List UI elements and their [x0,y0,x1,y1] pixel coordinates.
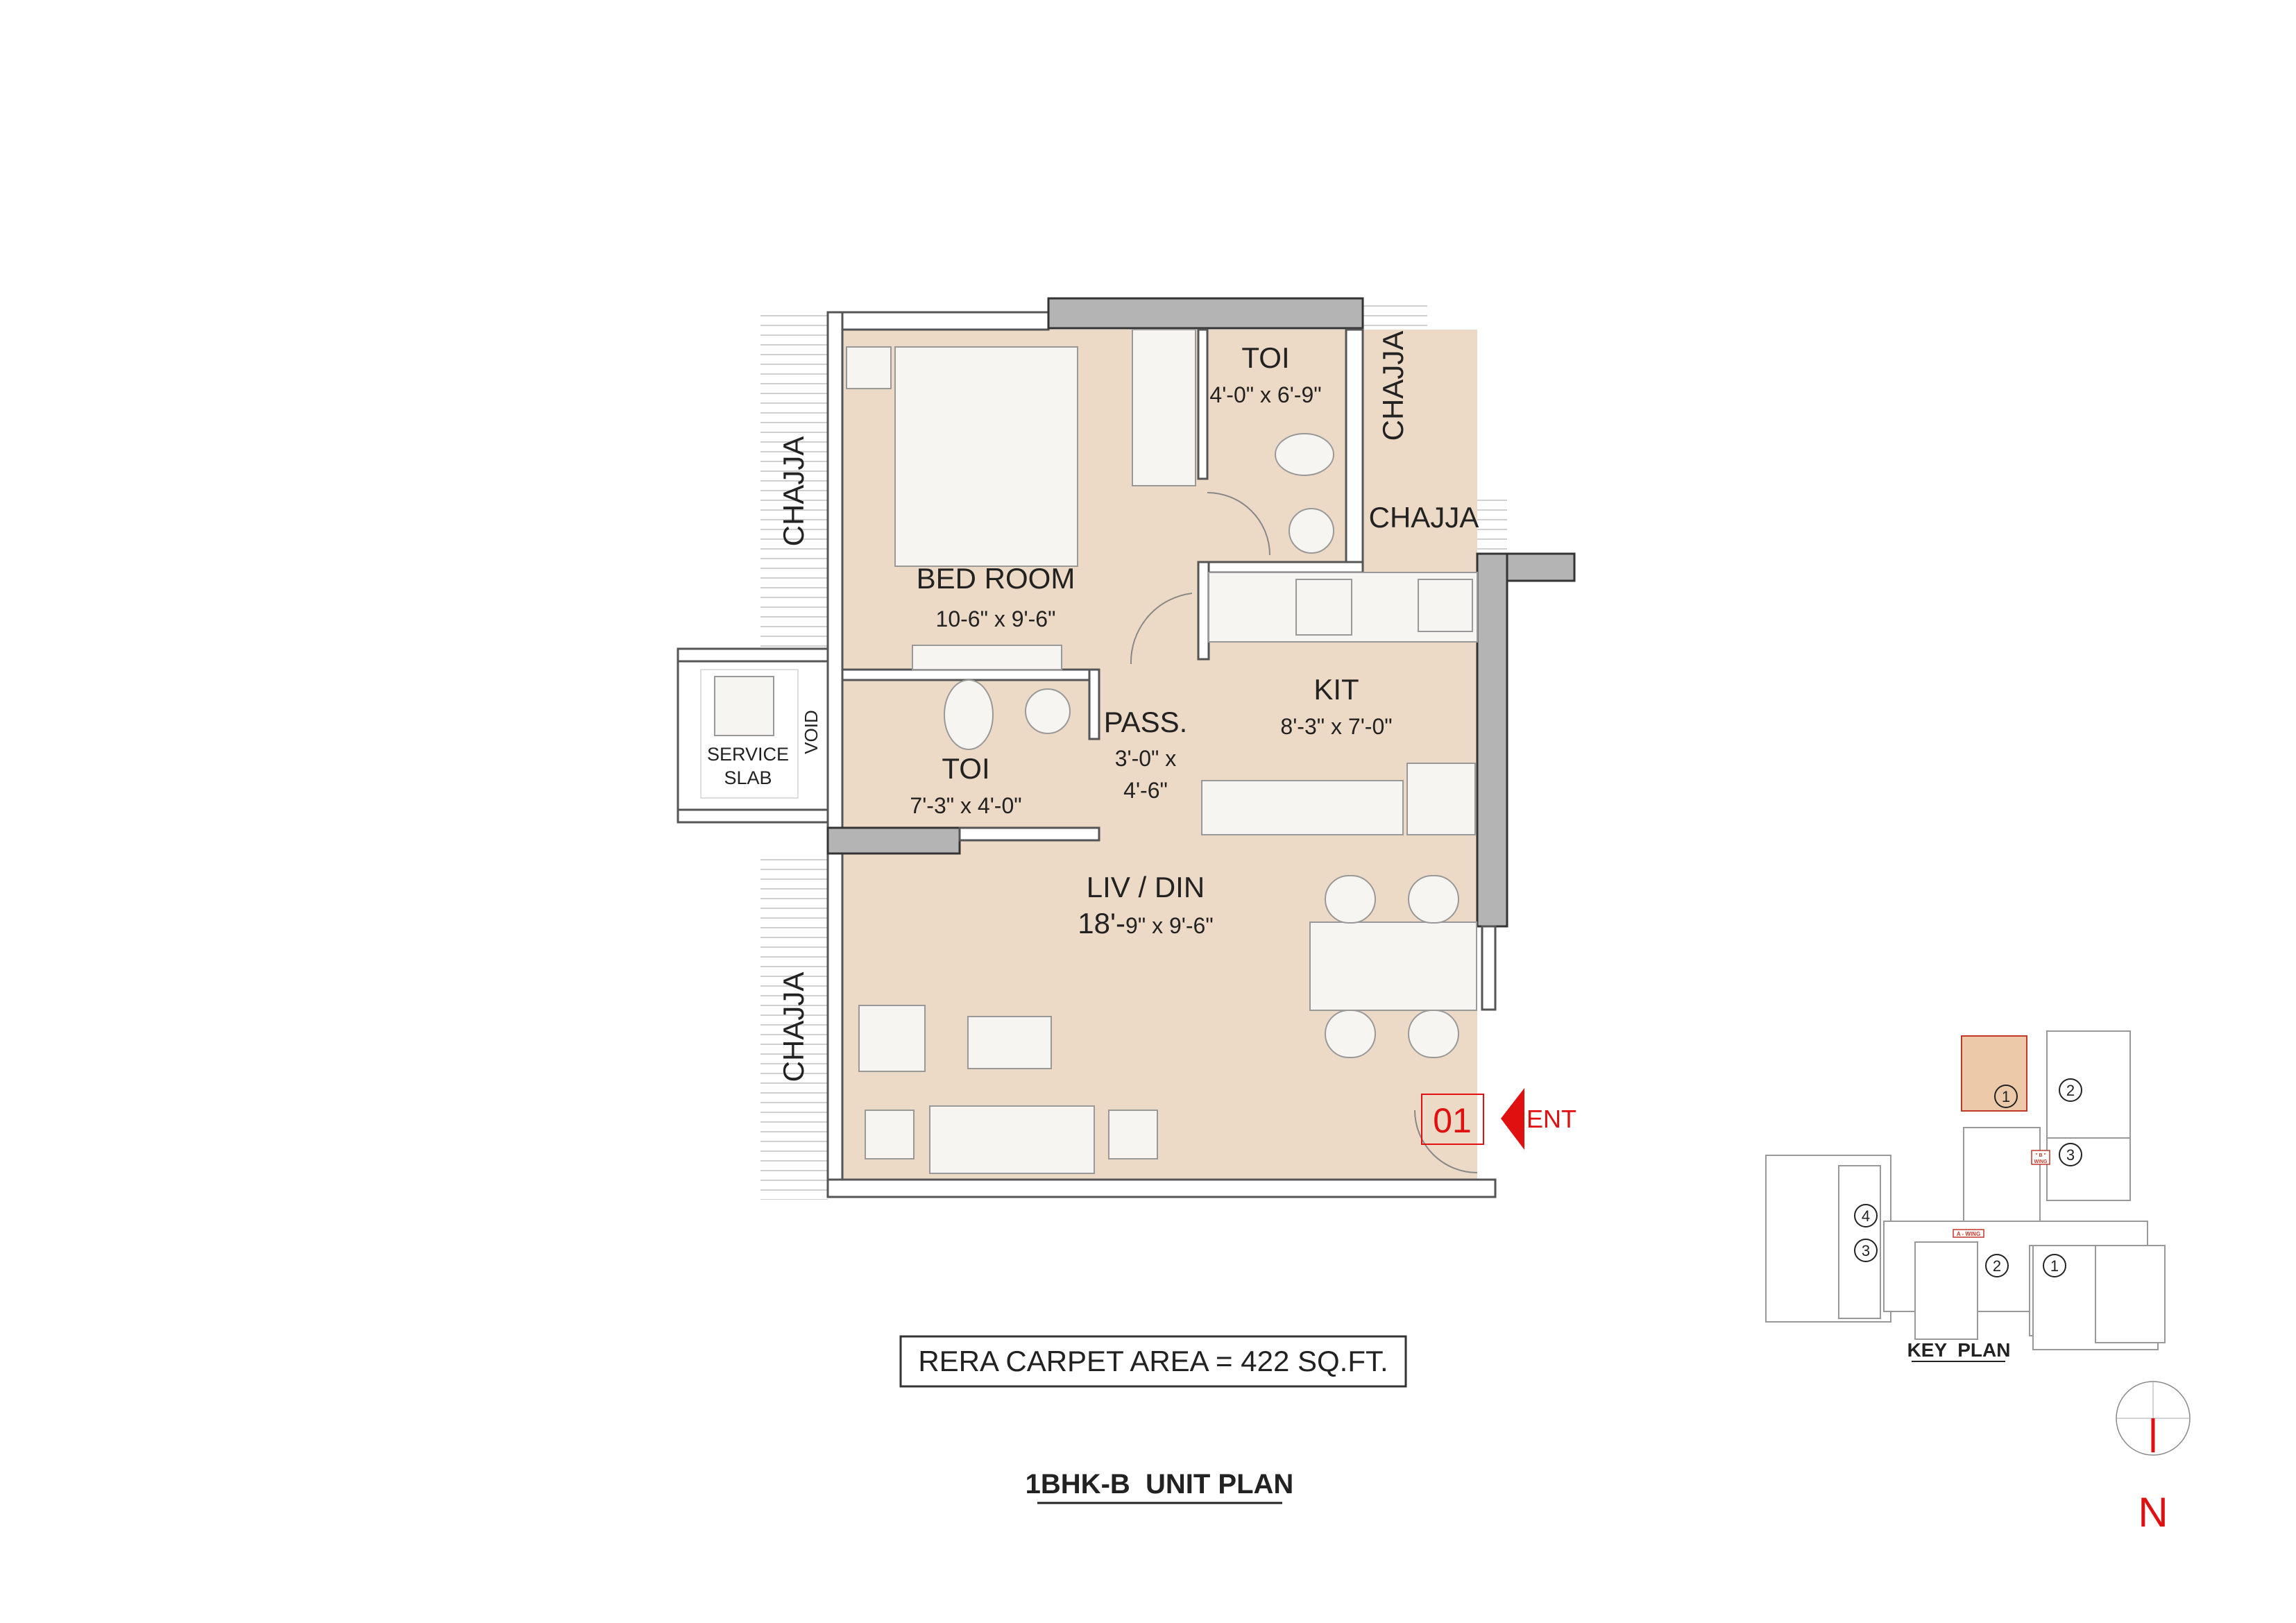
kitchen-label: KIT [1313,673,1359,706]
svg-text:1: 1 [2002,1088,2010,1105]
passage-size-1: 3'-0" x [1115,746,1177,771]
bedroom-size: 10-6" x 9'-6" [936,606,1056,631]
door-swing [1207,492,1270,556]
coffee-table [967,1016,1052,1069]
lamp-icon [865,1110,915,1159]
door-swing [1414,1110,1478,1173]
chajja-label-right: CHAJJA [1369,501,1479,534]
lamp-icon [1108,1110,1158,1159]
unit-number-box [1421,1094,1484,1145]
kitchen-size: 8'-3" x 7'-0" [1280,714,1392,739]
chajja-label-left-bottom: CHAJJA [777,972,810,1082]
entrance-arrow-icon [1501,1088,1524,1150]
wash-basin-icon [1025,688,1071,734]
plan-title: 1BHK-B UNIT PLAN [1026,1469,1294,1499]
common-toilet-size: 7'-3" x 4'-0" [910,793,1021,818]
svg-text:4: 4 [1862,1207,1870,1225]
unit-plan [677,297,1576,1198]
stove-icon [1295,579,1352,636]
dining-table [1309,921,1477,1011]
bedside-lamp-icon [846,346,892,389]
service-slab-label-2: SLAB [724,767,772,788]
key-plan-a-wing: A - WING [1957,1231,1980,1237]
svg-text:3: 3 [1862,1242,1870,1259]
svg-text:3: 3 [2066,1146,2075,1164]
attached-toilet-label: TOI [1241,341,1289,374]
armchair [858,1005,926,1072]
common-toilet-label: TOI [942,752,989,785]
living-dining-label: LIV / DIN [1087,871,1205,903]
bed [894,346,1078,567]
wardrobe [1132,329,1196,486]
door-swing [1130,593,1193,665]
void-label: VOID [801,710,822,754]
key-plan-highlighted-unit [1961,1035,2027,1112]
key-plan-title: KEY PLAN [1907,1339,2011,1361]
kitchen-sink-icon [1418,579,1473,632]
carpet-area: RERA CARPET AREA = 422 SQ.FT. [918,1345,1388,1377]
service-slab-label-1: SERVICE [707,744,789,765]
washing-machine-icon [714,676,774,736]
chajja-label-left-top: CHAJJA [777,436,810,547]
carpet-area-box [899,1335,1407,1388]
key-plan-b-wing-1: " B " [2035,1153,2046,1158]
attached-toilet-size: 4'-0" x 6'-9" [1209,382,1321,407]
compass-north-label: N [2138,1489,2168,1536]
passage-size-2: 4'-6" [1123,778,1168,803]
refrigerator [1406,763,1476,835]
kitchen-counter [1201,780,1404,835]
toilet-wc-icon [1275,433,1334,476]
room-labels: BED ROOM 10-6" x 9'-6" TOI 4'-0" x 6'-9"… [707,331,1479,1082]
chajja-label-right-top: CHAJJA [1377,331,1409,441]
north-compass-icon [2116,1381,2191,1456]
key-plan-unit-numbers: 1 2 3 4 3 2 1 [1854,1078,2082,1277]
bedroom-tv-unit [912,645,1062,670]
toilet-wc-icon [944,679,994,750]
passage-label: PASS. [1104,706,1188,738]
key-plan: 1 2 3 4 3 2 1 A - WING " B " WING [1765,1030,2166,1350]
sofa [929,1105,1095,1174]
entrance-label: ENT [1527,1105,1576,1133]
wash-basin-icon [1289,508,1334,554]
living-dining-size: 18'-9" x 9'-6" [1078,907,1213,940]
svg-text:2: 2 [2066,1082,2075,1099]
unit-number: 01 [1433,1101,1472,1140]
svg-text:1: 1 [2050,1257,2059,1275]
key-plan-b-wing-2: WING [2034,1159,2048,1164]
svg-text:2: 2 [1993,1257,2001,1275]
bedroom-label: BED ROOM [917,562,1075,595]
